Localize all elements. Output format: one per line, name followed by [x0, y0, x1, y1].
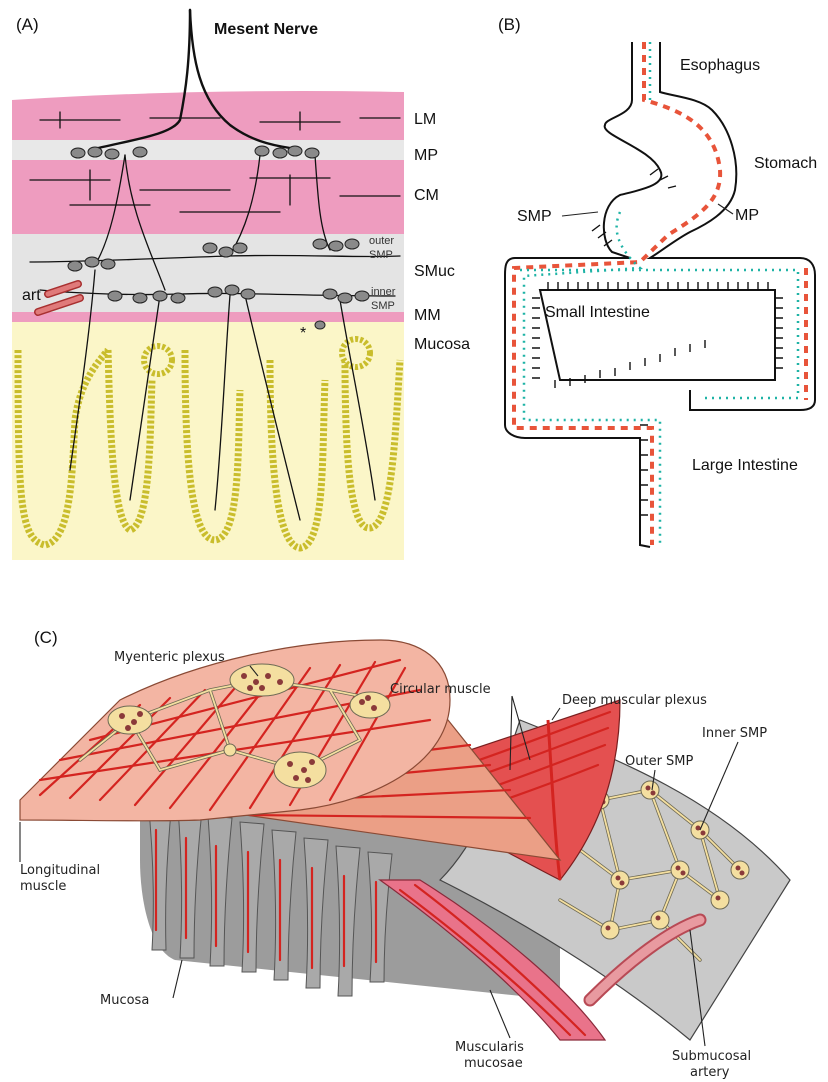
deep-muscular-plexus-leader: [552, 708, 560, 720]
panel-c: (C): [20, 628, 790, 1080]
mucosa-c-leader: [173, 960, 182, 998]
inner-smp-label-1: inner: [371, 286, 396, 298]
cm-label: CM: [414, 187, 439, 204]
mm-label: MM: [414, 307, 441, 324]
mucosa-c-label: Mucosa: [100, 993, 149, 1008]
smp-b-leader: [562, 212, 598, 216]
mp-label: MP: [414, 147, 438, 164]
inner-smp-label: Inner SMP: [702, 726, 767, 741]
art-label: art: [22, 287, 41, 304]
mp-layer: [12, 138, 404, 160]
circular-muscle-label: Circular muscle: [390, 682, 491, 697]
muscularis-mucosae-leader: [490, 990, 510, 1038]
panel-a-label: (A): [16, 15, 39, 34]
smp-b-label: SMP: [517, 208, 552, 225]
smuc-label: SMuc: [414, 263, 455, 280]
crypt-2: [342, 339, 370, 367]
crypt-1: [144, 346, 172, 374]
large-intestine-label: Large Intestine: [692, 457, 798, 474]
panel-c-label: (C): [34, 628, 58, 647]
submucosal-artery-label-2: artery: [690, 1065, 730, 1080]
lm-label: LM: [414, 111, 436, 128]
longitudinal-muscle-label-2: muscle: [20, 879, 66, 894]
muscularis-mucosae-label-1: Muscularis: [455, 1040, 524, 1055]
panel-b-label: (B): [498, 15, 521, 34]
esophagus-label: Esophagus: [680, 57, 760, 74]
panel-b: (B) Esophagus Stomach MP SMP Small Intes…: [498, 15, 817, 547]
outer-smp-label: Outer SMP: [625, 754, 694, 769]
panel-a: (A): [12, 10, 470, 560]
outer-smp-label-1: outer: [369, 235, 394, 247]
deep-muscular-plexus-label: Deep muscular plexus: [562, 693, 707, 708]
muscularis-mucosae-label-2: mucosae: [464, 1056, 523, 1071]
mucosa-label: Mucosa: [414, 336, 470, 353]
outer-smp-label-2: SMP: [369, 249, 393, 261]
mp-b-label: MP: [735, 207, 759, 224]
mesent-nerve-label: Mesent Nerve: [214, 21, 318, 38]
inner-smp-label-2: SMP: [371, 300, 395, 312]
small-intestine-label: Small Intestine: [545, 304, 650, 321]
myenteric-plexus-label: Myenteric plexus: [114, 650, 225, 665]
submucosal-artery-label-1: Submucosal: [672, 1049, 751, 1064]
stomach-label: Stomach: [754, 155, 817, 172]
asterisk-label: *: [300, 325, 306, 342]
mm-layer: [12, 312, 404, 322]
longitudinal-muscle-label-1: Longitudinal: [20, 863, 100, 878]
